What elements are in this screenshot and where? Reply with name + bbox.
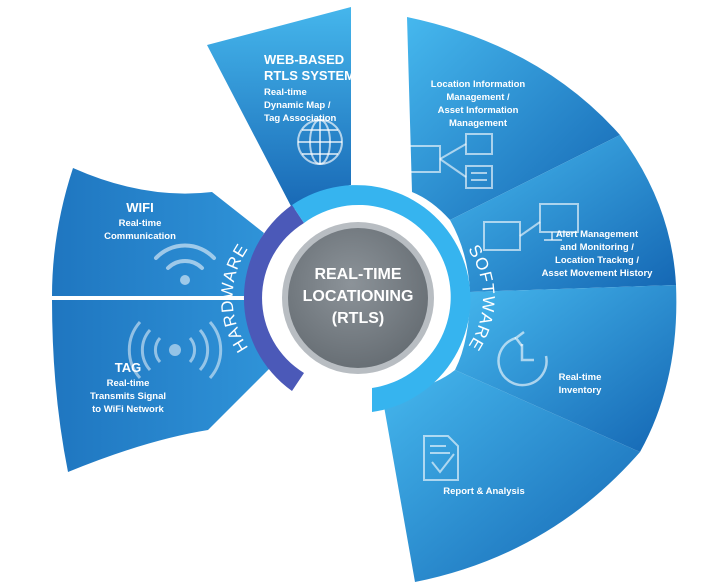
tag-text-1: Real-time: [107, 378, 150, 389]
segment-wifi[interactable]: [52, 168, 264, 296]
monitor-icon: [483, 203, 579, 251]
report-text-1: Report & Analysis: [443, 486, 524, 497]
alert-text-4: Asset Movement History: [542, 268, 654, 279]
web-content: WEB-BASED RTLS SYSTEM Real-time Dynamic …: [264, 52, 355, 165]
tag-content: TAG Real-time Transmits Signal to WiFi N…: [90, 321, 223, 415]
center-hub: REAL-TIME LOCATIONING (RTLS): [282, 222, 434, 374]
tag-text-3: to WiFi Network: [92, 404, 164, 415]
alert-text-3: Location Trackng /: [555, 255, 639, 266]
web-text-2: Dynamic Map /: [264, 100, 331, 111]
segment-web[interactable]: [207, 7, 351, 210]
segment-alert[interactable]: [450, 135, 676, 292]
globe-icon: [297, 119, 343, 165]
report-content: Report & Analysis: [423, 435, 525, 497]
location-info-text-1: Location Information: [431, 79, 526, 90]
hardware-ring[interactable]: [243, 205, 304, 391]
wifi-title: WIFI: [126, 200, 153, 215]
tag-text-2: Transmits Signal: [90, 391, 166, 402]
center-line-1: REAL-TIME: [314, 266, 401, 283]
web-title-1: WEB-BASED: [264, 52, 344, 67]
wifi-text-1: Real-time: [119, 218, 162, 229]
inventory-content: Real-time Inventory: [497, 331, 602, 396]
segment-report[interactable]: [382, 370, 640, 582]
segment-tag[interactable]: [52, 300, 270, 472]
clock-icon: [497, 331, 548, 387]
center-line-3: (RTLS): [332, 310, 384, 327]
software-ring[interactable]: [292, 185, 471, 412]
center-circle[interactable]: [288, 228, 428, 368]
web-text-1: Real-time: [264, 87, 307, 98]
tag-title: TAG: [115, 360, 141, 375]
location-info-text-3: Asset Information: [438, 105, 519, 116]
location-info-text-4: Management: [449, 118, 508, 129]
location-info-content: Location Information Management / Asset …: [403, 79, 526, 189]
wifi-content: WIFI Real-time Communication: [104, 200, 216, 285]
center-line-2: LOCATIONING: [303, 288, 414, 305]
flowchart-icon: [403, 133, 493, 189]
segment-inventory[interactable]: [455, 285, 677, 452]
segments-layer: [52, 7, 677, 582]
alert-content: Alert Management and Monitoring / Locati…: [483, 203, 654, 279]
document-check-icon: [423, 435, 459, 481]
web-title-2: RTLS SYSTEM: [264, 68, 355, 83]
web-text-3: Tag Association: [264, 113, 337, 124]
alert-text-1: Alert Management: [556, 229, 639, 240]
segment-location-info[interactable]: [407, 17, 620, 220]
signal-broadcast-icon: [127, 321, 223, 379]
location-info-text-2: Management /: [446, 92, 510, 103]
alert-text-2: and Monitoring /: [560, 242, 634, 253]
wifi-text-2: Communication: [104, 231, 176, 242]
inventory-text-1: Real-time: [559, 372, 602, 383]
inventory-text-2: Inventory: [559, 385, 602, 396]
wifi-icon: [154, 243, 216, 285]
